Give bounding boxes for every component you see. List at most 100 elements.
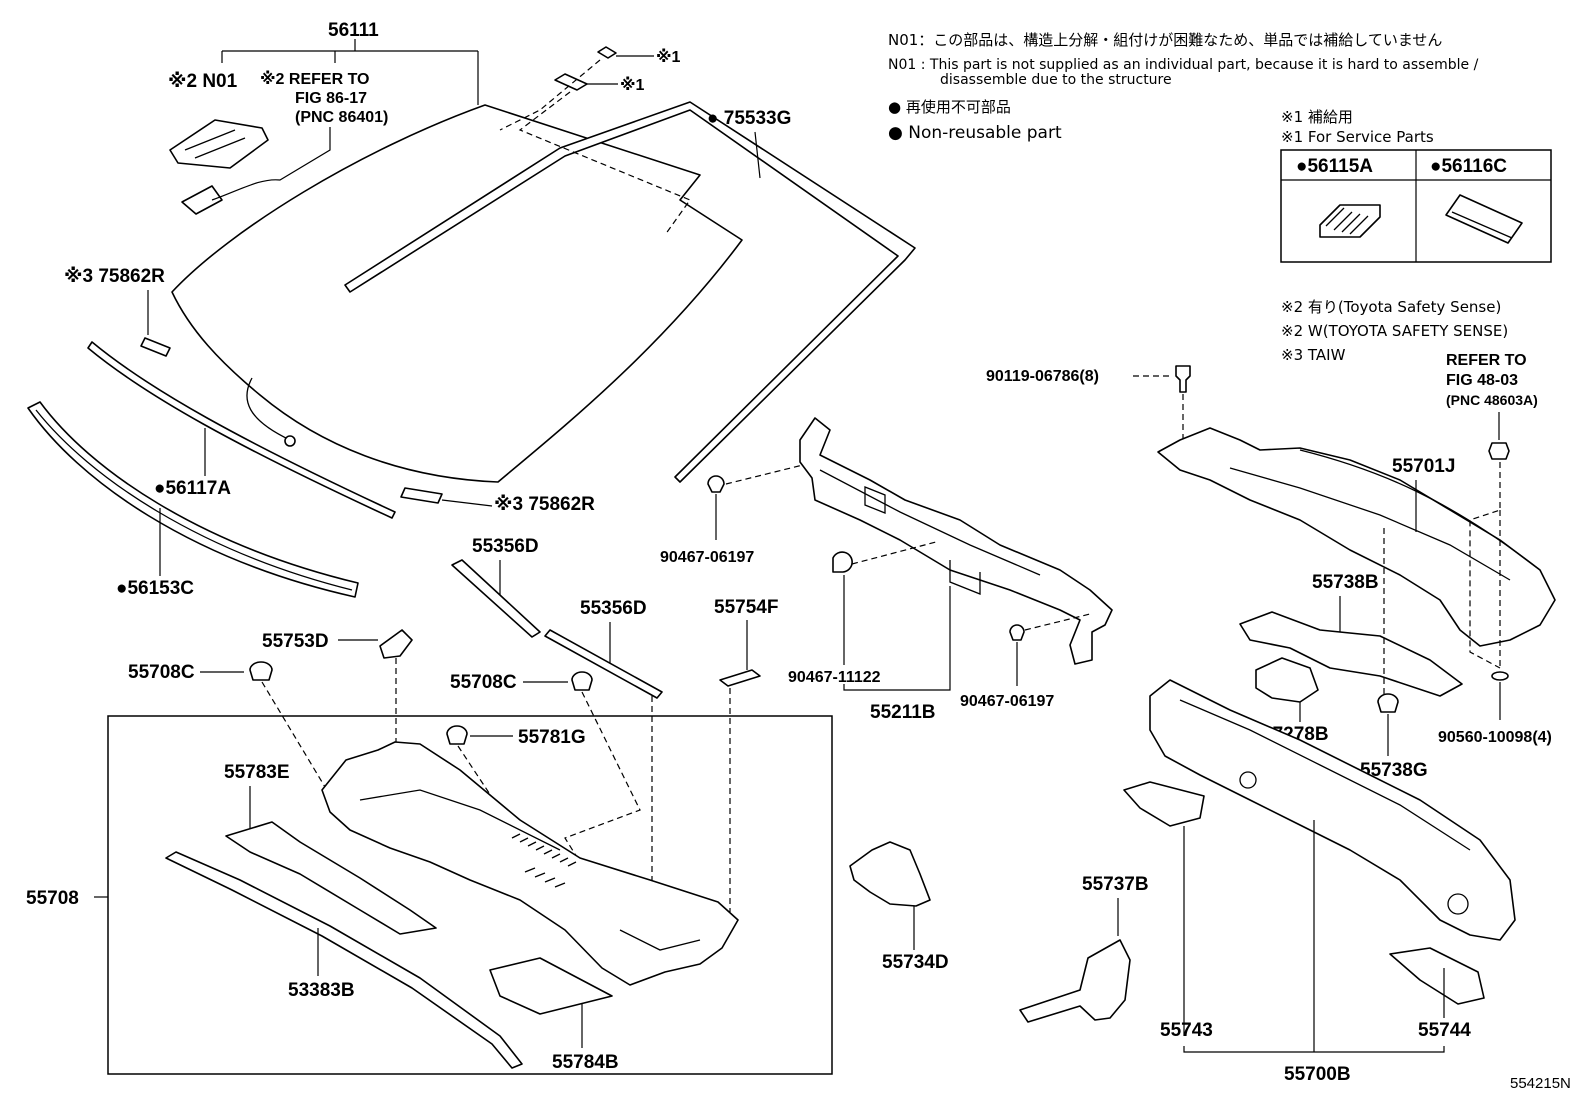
note-tss-with-jp: ※2 有り(Toyota Safety Sense)	[1281, 298, 1501, 316]
part-55708[interactable]: 55708	[26, 888, 79, 909]
service-parts-table: ●56115A ●56116C	[1280, 149, 1552, 263]
notes-block: N01：この部品は、構造上分解・組付けが困難なため、単品では補給していません N…	[888, 31, 1538, 408]
note-n01-jp: N01：この部品は、構造上分解・組付けが困難なため、単品では補給していません	[888, 31, 1442, 49]
part-55708c-a[interactable]: 55708C	[128, 662, 195, 683]
leader-55211b	[843, 586, 951, 691]
clip-55754f	[719, 669, 761, 687]
part-55737b[interactable]: 55737B	[1082, 874, 1149, 895]
clip-55753d	[379, 629, 413, 659]
brace-55744	[1389, 947, 1485, 1005]
panel-55701j	[1157, 427, 1556, 647]
note-refer-48-2: FIG 48-03	[1446, 372, 1518, 389]
seal-55783e	[225, 821, 437, 935]
clip-56115a-icon	[1319, 204, 1381, 238]
spacer-75862r-bottom	[400, 487, 443, 504]
leader-75862r-bottom	[441, 499, 493, 507]
bracket-55734d	[849, 841, 931, 907]
molding-75533g-shape	[344, 101, 916, 483]
bolt-90119-icon	[1175, 365, 1191, 393]
note-nonreusable-en: ● Non-reusable part	[888, 123, 1062, 143]
note-n01-en-1: N01 : This part is not supplied as an in…	[888, 57, 1479, 73]
part-55211b[interactable]: 55211B	[870, 702, 936, 723]
cowl-louver-55708	[321, 741, 739, 986]
part-75862r-bottom[interactable]: ※3 75862R	[494, 494, 595, 515]
refer-86-2: FIG 86-17	[295, 90, 367, 107]
windshield-outline	[171, 104, 743, 483]
part-56111[interactable]: 56111	[328, 20, 379, 41]
part-55738b[interactable]: 55738B	[1312, 572, 1379, 593]
seal-55356d-a	[451, 559, 541, 638]
panel-55700b	[1149, 679, 1516, 941]
part-56117a[interactable]: ●56117A	[154, 478, 231, 499]
refer-86-3: (PNC 86401)	[295, 109, 388, 126]
note-refer-48-1: REFER TO	[1446, 352, 1527, 369]
part-55734d[interactable]: 55734D	[882, 952, 949, 973]
pad-56116c-icon	[1445, 194, 1523, 244]
cowl-assembly-frame	[107, 715, 833, 1075]
note-service-jp: ※1 補給用	[1281, 108, 1353, 126]
part-90467-11122[interactable]: 90467-11122	[788, 669, 881, 686]
part-55753d[interactable]: 55753D	[262, 631, 329, 652]
seal-53383b	[165, 851, 523, 1069]
nut-55708c-b	[571, 671, 593, 691]
part-55754f[interactable]: 55754F	[714, 597, 778, 618]
note-tss-w: ※2 W(TOYOTA SAFETY SENSE)	[1281, 322, 1508, 340]
clip-90467-06197-a	[707, 475, 725, 493]
note-n01-en-2: disassemble due to the structure	[940, 72, 1172, 88]
panel-55211b	[799, 417, 1113, 665]
service-mark-1: ※1	[656, 48, 681, 66]
refer-86-1: ※2 REFER TO	[260, 70, 370, 88]
clip-90467-06197-b	[1009, 624, 1025, 641]
part-55744[interactable]: 55744	[1418, 1020, 1471, 1041]
sensor-connector-icon	[284, 435, 296, 447]
part-90560-10098[interactable]: 90560-10098(4)	[1438, 729, 1552, 746]
part-55781g[interactable]: 55781G	[518, 727, 586, 748]
part-90119-06786[interactable]: 90119-06786(8)	[986, 368, 1099, 385]
service-pieces-top	[499, 46, 691, 236]
bracket-47278b	[1255, 657, 1319, 703]
part-55783e[interactable]: 55783E	[224, 762, 290, 783]
part-55356d-a[interactable]: 55356D	[472, 536, 539, 557]
molding-56117a	[87, 341, 396, 519]
camera-bracket-n01	[169, 119, 269, 169]
leader-56111	[221, 39, 479, 105]
note-taiw: ※3 TAIW	[1281, 346, 1346, 364]
windshield-sensor-cable	[246, 377, 291, 441]
part-90467-06197-a[interactable]: 90467-06197	[660, 549, 754, 566]
molding-75533g	[344, 101, 916, 483]
note-service-en: ※1 For Service Parts	[1281, 128, 1434, 146]
windshield-glass	[171, 104, 743, 483]
sensor-harness-86401	[181, 127, 331, 215]
nut-55708c-a	[249, 661, 273, 681]
nut-55781g	[446, 725, 468, 745]
part-90467-06197-b[interactable]: 90467-06197	[960, 693, 1054, 710]
part-55784b[interactable]: 55784B	[552, 1052, 619, 1073]
brace-55737b	[1019, 939, 1131, 1023]
service-mark-2: ※1	[620, 76, 645, 94]
cover-55738b	[1239, 611, 1463, 697]
service-table-col2: ●56116C	[1430, 156, 1507, 177]
part-55738g[interactable]: 55738G	[1360, 760, 1428, 781]
nut-48603a-icon	[1488, 442, 1510, 460]
part-55700b[interactable]: 55700B	[1284, 1064, 1351, 1085]
part-55356d-b[interactable]: 55356D	[580, 598, 647, 619]
spacer-75862r-top	[140, 337, 171, 357]
seal-55784b	[489, 957, 613, 1015]
figure-id: 554215N	[1510, 1075, 1571, 1092]
part-75862r-top[interactable]: ※3 75862R	[64, 266, 165, 287]
part-55701j[interactable]: 55701J	[1392, 456, 1455, 477]
part-53383b[interactable]: 53383B	[288, 980, 355, 1001]
clip-55738g	[1377, 693, 1399, 713]
seal-55356d-b	[544, 629, 663, 699]
washer-90560-icon	[1491, 671, 1509, 681]
part-55743[interactable]: 55743	[1160, 1020, 1213, 1041]
part-55708c-b[interactable]: 55708C	[450, 672, 517, 693]
leader-75533g	[754, 131, 761, 179]
note-refer-48-3: (PNC 48603A)	[1446, 392, 1538, 408]
part-n01[interactable]: ※2 N01	[168, 71, 238, 92]
part-56153c[interactable]: ●56153C	[116, 578, 194, 599]
part-75533g[interactable]: ● 75533G	[707, 108, 791, 129]
service-table-col1: ●56115A	[1296, 156, 1373, 177]
